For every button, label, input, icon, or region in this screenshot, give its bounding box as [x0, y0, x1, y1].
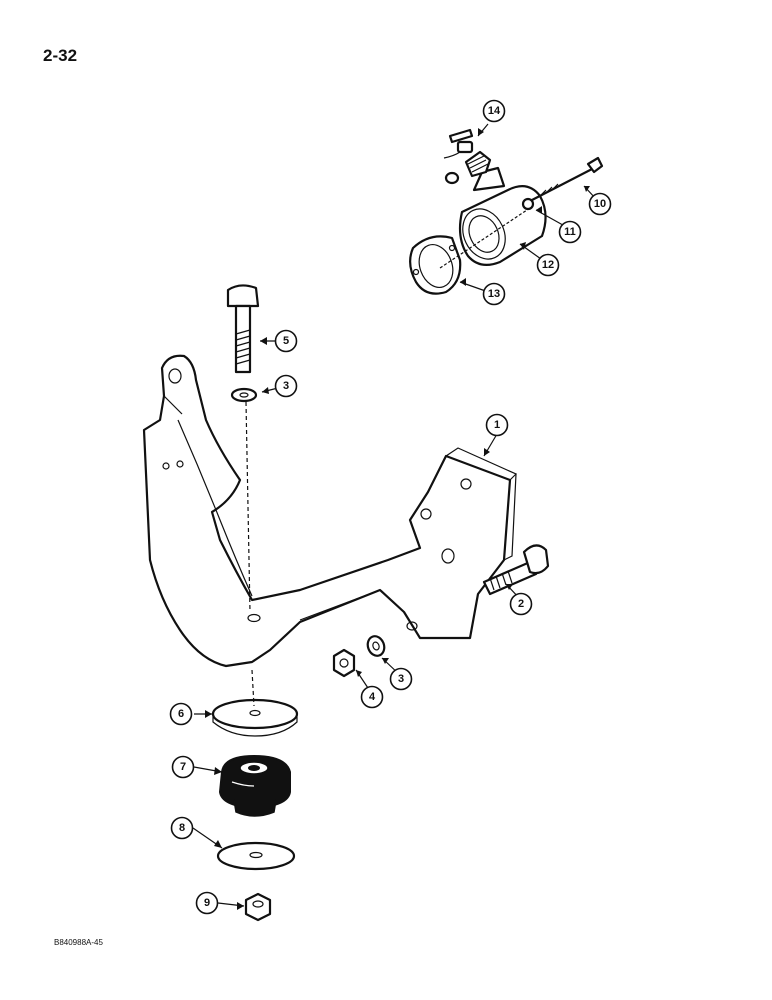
bottom-nut-part [244, 892, 272, 922]
svg-text:9: 9 [204, 897, 210, 909]
callout-7: 7 [171, 755, 195, 779]
callout-3-upper: 3 [274, 374, 298, 398]
mounting-bracket-part [142, 354, 518, 668]
svg-text:13: 13 [488, 288, 500, 300]
callout-9: 9 [195, 891, 219, 915]
svg-text:5: 5 [283, 335, 289, 347]
leader-lines [192, 123, 597, 910]
gasket-part [409, 235, 462, 295]
svg-text:3: 3 [283, 380, 289, 392]
bottom-washer-part [216, 841, 296, 871]
long-bolt-part [530, 156, 604, 202]
callout-13: 13 [482, 282, 506, 306]
svg-text:8: 8 [179, 822, 185, 834]
thermostat-housing-group [409, 128, 604, 295]
callout-4: 4 [360, 685, 384, 709]
svg-text:7: 7 [180, 761, 186, 773]
lock-washer-part [366, 635, 386, 657]
svg-text:6: 6 [178, 708, 184, 720]
callout-1: 1 [485, 413, 509, 437]
svg-text:12: 12 [542, 259, 554, 271]
side-bolt-part [482, 544, 550, 596]
svg-text:3: 3 [398, 673, 404, 685]
drain-valve-part [443, 128, 492, 185]
callout-8: 8 [170, 816, 194, 840]
thermostat-housing-part [458, 166, 547, 267]
callout-2: 2 [509, 592, 533, 616]
callout-11: 11 [558, 220, 582, 244]
svg-text:2: 2 [518, 598, 524, 610]
large-washer-part [211, 698, 299, 737]
vertical-bolt-part [226, 284, 260, 374]
callout-6: 6 [169, 702, 193, 726]
svg-text:10: 10 [594, 198, 606, 210]
rubber-isolator-part [218, 754, 291, 817]
svg-text:4: 4 [369, 691, 376, 703]
svg-text:11: 11 [564, 226, 576, 238]
callout-12: 12 [536, 253, 560, 277]
page-number: 2-32 [43, 46, 78, 65]
callout-5: 5 [274, 329, 298, 353]
callout-14: 14 [482, 99, 506, 123]
hex-nut-part [332, 648, 356, 678]
svg-text:14: 14 [488, 105, 501, 117]
figure-code: B840988A-45 [54, 938, 103, 947]
flat-washer-part [230, 387, 258, 403]
svg-text:1: 1 [494, 419, 500, 431]
callout-3-lower: 3 [389, 667, 413, 691]
callout-10: 10 [588, 192, 612, 216]
